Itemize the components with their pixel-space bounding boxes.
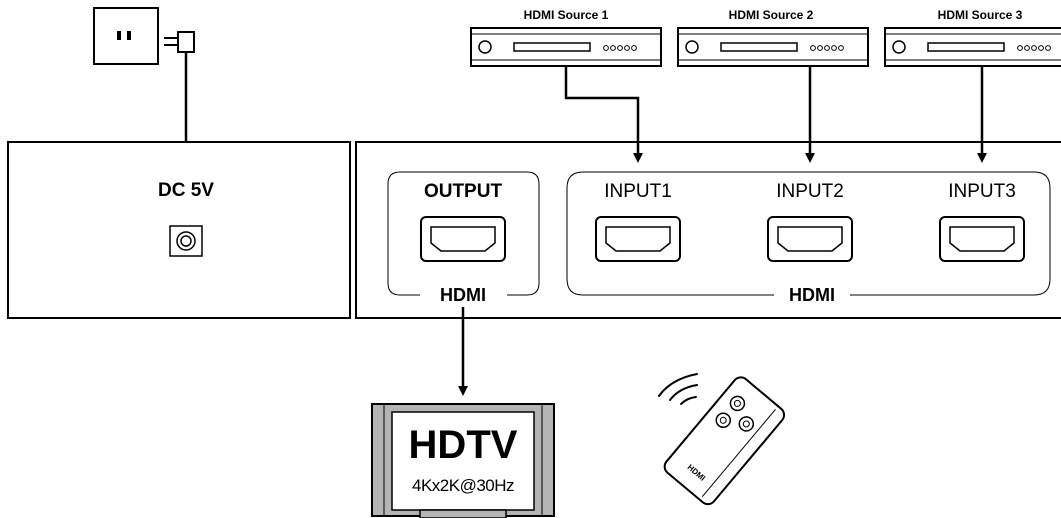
hdmi-panel: OUTPUT HDMI INPUT1 INPUT2 INPUT3 HDMI <box>355 141 1061 319</box>
power-adapter-plug <box>164 31 195 53</box>
hdtv-title: HDTV <box>409 423 518 467</box>
hdmi-output-port-icon <box>420 216 506 262</box>
dc-jack-icon <box>169 225 203 257</box>
hdmi-source-1: HDMI Source 1 <box>470 8 662 67</box>
output-hdmi-label: HDMI <box>440 285 486 305</box>
hdtv-resolution: 4Kx2K@30Hz <box>412 476 514 495</box>
hdmi-source-1-label: HDMI Source 1 <box>524 8 609 22</box>
output-label: OUTPUT <box>424 181 503 202</box>
hdmi-input2-port-icon <box>767 216 853 262</box>
hdmi-input3-port-icon <box>939 216 1025 262</box>
input1-label: INPUT1 <box>604 181 672 202</box>
wall-outlet <box>93 7 159 65</box>
input-group: INPUT1 INPUT2 INPUT3 HDMI <box>566 171 1051 305</box>
input-hdmi-label: HDMI <box>789 285 835 305</box>
remote-control-icon: HDMI <box>658 373 786 506</box>
hdtv-icon: HDTV 4Kx2K@30Hz <box>371 403 555 518</box>
hdmi-input1-port-icon <box>595 216 681 262</box>
input2-label: INPUT2 <box>776 181 844 202</box>
hdmi-source-2-label: HDMI Source 2 <box>729 8 814 22</box>
power-panel: DC 5V <box>7 141 351 319</box>
hdmi-source-3-label: HDMI Source 3 <box>938 8 1023 22</box>
source1-to-input1-arrow <box>564 66 643 163</box>
hdmi-source-3: HDMI Source 3 <box>884 8 1061 67</box>
wireless-signal-icon <box>658 373 698 405</box>
input3-label: INPUT3 <box>948 181 1016 202</box>
output-group: OUTPUT HDMI <box>387 171 540 305</box>
hdmi-source-2: HDMI Source 2 <box>677 8 869 67</box>
dc-5v-label: DC 5V <box>158 180 214 201</box>
